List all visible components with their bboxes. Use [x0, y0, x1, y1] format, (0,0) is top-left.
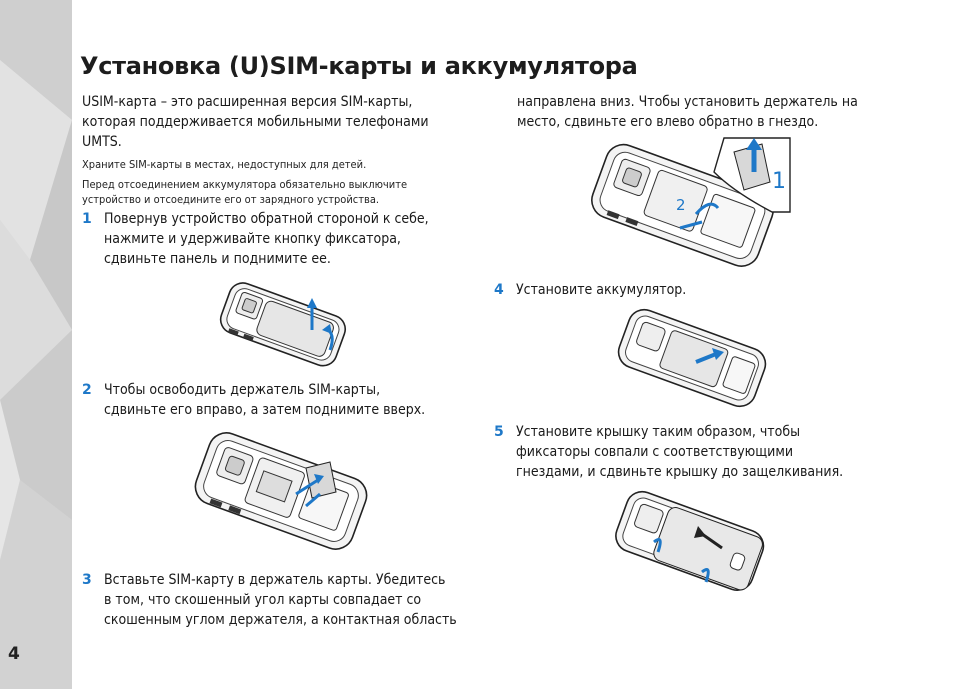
arrow-icon [701, 532, 723, 550]
step-5-text: Установите крышку таким образом, чтобы ф… [516, 422, 843, 482]
step-line: Установите крышку таким образом, чтобы [516, 424, 801, 440]
page-title: Установка (U)SIM-карты и аккумулятора [80, 52, 638, 80]
callout-number: 2 [676, 196, 686, 214]
step-line: сдвиньте панель и поднимите ее. [104, 251, 331, 267]
step-number: 5 [494, 424, 504, 440]
blue-arrow-icon [314, 474, 324, 484]
page-sidebar: 4 [0, 0, 72, 689]
callout-number: 1 [772, 169, 786, 194]
step-line: Вставьте SIM-карту в держатель карты. Уб… [104, 572, 446, 588]
blue-arrow-icon [712, 348, 724, 360]
step-line: место, сдвиньте его влево обратно в гнез… [517, 114, 819, 130]
blue-arrow-icon [679, 220, 703, 230]
step-number: 4 [494, 282, 504, 298]
step-line: сдвиньте его вправо, а затем поднимите в… [104, 402, 426, 418]
step-3-continuation: направлена вниз. Чтобы установить держат… [517, 92, 858, 132]
step-1-text: Повернув устройство обратной стороной к … [104, 209, 429, 269]
phone-back-illustration [219, 282, 347, 367]
step-line: нажмите и удерживайте кнопку фиксатора, [104, 231, 401, 247]
step-line: гнездами, и сдвиньте крышку до защелкива… [516, 464, 844, 480]
phone-sim-holder-illustration [194, 432, 368, 550]
blue-arrow-icon [695, 352, 717, 364]
blue-arrow-icon [701, 568, 710, 583]
blue-arrow-icon [653, 538, 662, 553]
blue-arrow-icon [322, 324, 332, 334]
step-line: Чтобы освободить держатель SIM-карты, [104, 382, 381, 398]
note-battery: Перед отсоединением аккумулятора обязате… [82, 177, 407, 207]
intro-line: UMTS. [82, 134, 122, 150]
step-2-text: Чтобы освободить держатель SIM-карты, сд… [104, 380, 425, 420]
step-number: 3 [82, 572, 92, 588]
page-number: 4 [8, 644, 20, 664]
blue-arrow-icon [305, 492, 321, 508]
phone-battery-illustration [617, 308, 767, 408]
step-line: фиксаторы совпали с соответствующими [516, 444, 793, 460]
arrow-icon [694, 526, 706, 538]
blue-arrow-icon [295, 478, 319, 496]
step-4-text: Установите аккумулятор. [516, 280, 686, 300]
intro-line: USIM-карта – это расширенная версия SIM-… [82, 94, 413, 110]
step-line: в том, что скошенный угол карты совпадае… [104, 592, 422, 608]
step-line: Установите аккумулятор. [516, 282, 687, 298]
blue-arrow-icon [307, 298, 317, 308]
step-number: 1 [82, 211, 92, 227]
step-line: направлена вниз. Чтобы установить держат… [517, 94, 858, 110]
note-line: устройство и отсоедините его от зарядног… [82, 193, 380, 206]
step-line: скошенным углом держателя, а контактная … [104, 612, 457, 628]
blue-arrow-icon [746, 138, 762, 150]
phone-sim-insert-illustration: 1 2 [591, 137, 791, 267]
note-line: Перед отсоединением аккумулятора обязате… [82, 178, 408, 191]
sidebar-decoration [0, 0, 72, 689]
step-3-text: Вставьте SIM-карту в держатель карты. Уб… [104, 570, 457, 630]
intro-line: которая поддерживается мобильными телефо… [82, 114, 429, 130]
step-line: Повернув устройство обратной стороной к … [104, 211, 429, 227]
phone-cover-illustration [615, 490, 765, 591]
blue-arrow-icon [694, 202, 720, 216]
note-children: Храните SIM-карты в местах, недоступных … [82, 158, 367, 171]
step-number: 2 [82, 382, 92, 398]
intro-paragraph: USIM-карта – это расширенная версия SIM-… [82, 92, 429, 152]
